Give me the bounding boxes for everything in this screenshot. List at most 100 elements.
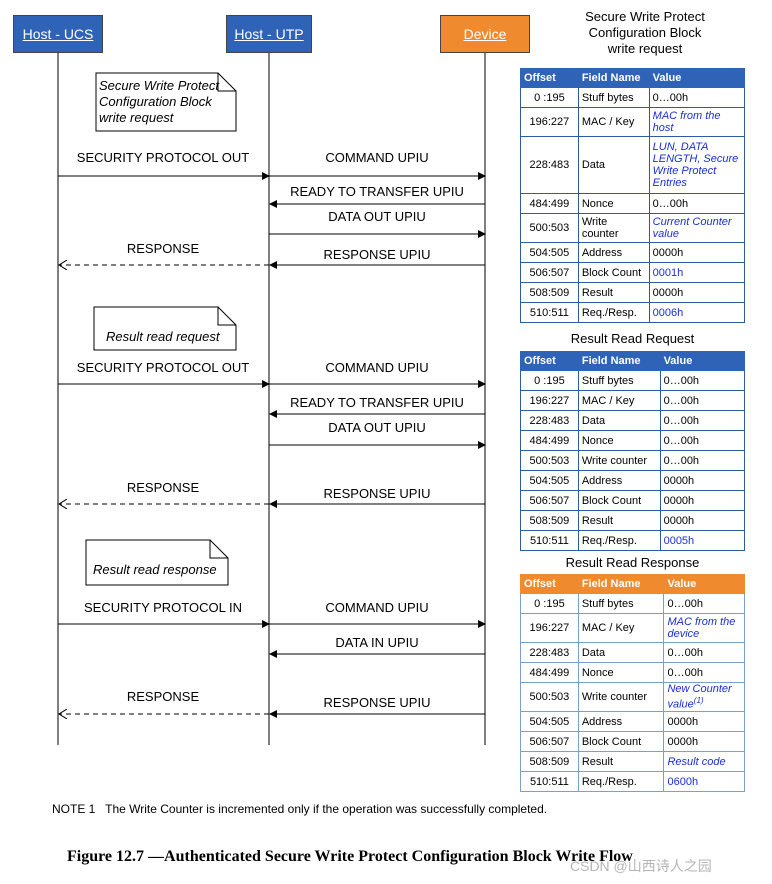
cell-value: 0…00h xyxy=(648,87,746,108)
note-line: write request xyxy=(99,110,174,125)
note-shape-1 xyxy=(95,72,237,132)
header-value: Value xyxy=(663,574,745,594)
footnote: NOTE 1 The Write Counter is incremented … xyxy=(52,802,548,816)
cell-offset: 510:511 xyxy=(520,771,579,792)
cell-value: 0006h xyxy=(648,302,746,323)
table-title-result-read-request: Result Read Request xyxy=(570,331,695,346)
label-rtt-1: READY TO TRANSFER UPIU xyxy=(290,184,464,199)
cell-value: MAC from the device xyxy=(663,613,745,643)
cell-value: 0…00h xyxy=(659,370,746,391)
watermark: CSDN @山西诗人之园 xyxy=(570,858,712,874)
actor-host-utp: Host - UTP xyxy=(226,15,312,53)
cell-field: Result xyxy=(577,282,650,303)
cell-value: 0000h xyxy=(648,242,746,263)
cell-offset: 0 :195 xyxy=(520,87,579,108)
note-shape-3 xyxy=(85,539,229,586)
cell-field: MAC / Key xyxy=(577,107,650,137)
actor-device: Device xyxy=(440,15,530,53)
cell-field: Address xyxy=(577,711,665,732)
header-field: Field Name xyxy=(577,574,665,594)
cell-field: Result xyxy=(577,751,665,772)
cell-offset: 484:499 xyxy=(520,430,579,451)
cell-field: MAC / Key xyxy=(577,390,661,411)
cell-offset: 0 :195 xyxy=(520,370,579,391)
cell-offset: 196:227 xyxy=(520,107,579,137)
cell-field: Address xyxy=(577,242,650,263)
cell-value: 0000h xyxy=(659,470,746,491)
label-resp-1: RESPONSE xyxy=(126,241,200,256)
cell-offset: 196:227 xyxy=(520,390,579,411)
cell-field: Write counter xyxy=(577,450,661,471)
cell-value: New Counter value(1) xyxy=(663,682,745,712)
cell-field: Block Count xyxy=(577,262,650,283)
cell-field: Address xyxy=(577,470,661,491)
note-shape-1-fold xyxy=(217,73,236,92)
header-offset: Offset xyxy=(520,574,579,594)
cell-field: Write counter xyxy=(577,682,665,712)
cell-offset: 228:483 xyxy=(520,136,579,194)
label-resp-3: RESPONSE xyxy=(126,689,200,704)
cell-offset: 484:499 xyxy=(520,662,579,683)
cell-offset: 508:509 xyxy=(520,751,579,772)
note-shape-2-fold xyxy=(217,307,236,326)
note-shape-2 xyxy=(93,306,237,351)
note-shape-3-fold xyxy=(209,540,228,559)
header-value: Value xyxy=(659,351,746,371)
cell-field: Data xyxy=(577,136,650,194)
cell-value: 0…00h xyxy=(659,430,746,451)
cell-offset: 196:227 xyxy=(520,613,579,643)
note-write-request: Secure Write Protect Configuration Block… xyxy=(99,78,219,126)
label-spi-3: SECURITY PROTOCOL IN xyxy=(84,600,242,615)
note-line: Configuration Block xyxy=(99,94,212,109)
figure-caption: Figure 12.7 —Authenticated Secure Write … xyxy=(67,848,633,865)
cell-value: 0…00h xyxy=(663,593,745,614)
header-field: Field Name xyxy=(577,68,650,88)
cell-offset: 500:503 xyxy=(520,450,579,471)
cell-field: Block Count xyxy=(577,490,661,511)
cell-value: 0…00h xyxy=(659,390,746,411)
cell-offset: 228:483 xyxy=(520,410,579,431)
note-line: Secure Write Protect xyxy=(99,78,219,93)
cell-offset: 228:483 xyxy=(520,642,579,663)
label-dout-2: DATA OUT UPIU xyxy=(328,420,426,435)
cell-offset: 506:507 xyxy=(520,262,579,283)
cell-value: 0…00h xyxy=(663,642,745,663)
sequence-diagram xyxy=(57,53,486,745)
title-line: Secure Write Protect xyxy=(585,9,705,24)
label-rtt-2: READY TO TRANSFER UPIU xyxy=(290,395,464,410)
cell-field: Nonce xyxy=(577,193,650,214)
note-result-read-response: Result read response xyxy=(93,562,217,577)
cell-value: 0…00h xyxy=(648,193,746,214)
cell-field: Req./Resp. xyxy=(577,530,661,551)
title-line: write request xyxy=(607,41,683,56)
cell-field: Data xyxy=(577,410,661,431)
label-respu-3: RESPONSE UPIU xyxy=(323,695,431,710)
label-spo-1: SECURITY PROTOCOL OUT xyxy=(76,150,250,165)
cell-value: 0005h xyxy=(659,530,746,551)
table-title-write-request: Secure Write Protect Configuration Block… xyxy=(560,9,730,57)
cell-value: 0…00h xyxy=(659,450,746,471)
title-line: Configuration Block xyxy=(588,25,702,40)
cell-offset: 484:499 xyxy=(520,193,579,214)
cell-value: 0000h xyxy=(648,282,746,303)
cell-value: 0001h xyxy=(648,262,746,283)
cell-offset: 510:511 xyxy=(520,530,579,551)
